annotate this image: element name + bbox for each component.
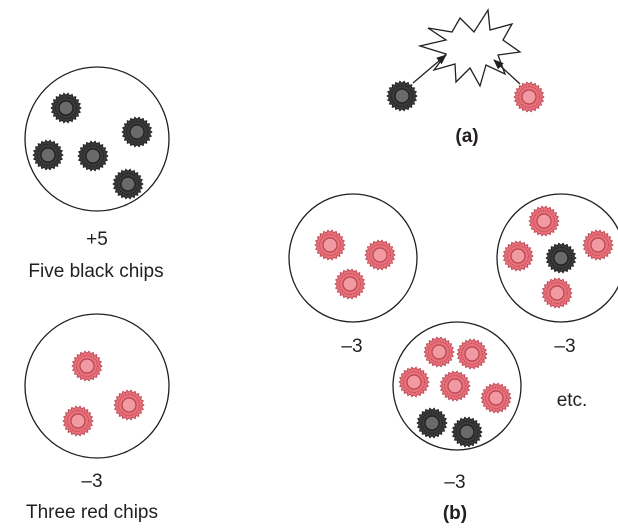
red-chip [62,405,94,437]
black-chip [32,139,64,171]
red-chip [364,239,396,271]
five-black-chips-group: +5 Five black chips [24,66,170,282]
part-b-representations: –3 –3 –3 etc. (b) [288,193,618,524]
black-chip [451,416,483,448]
set-1-circle [288,193,418,323]
red-set-caption: Three red chips [26,502,158,523]
black-chip [50,92,82,124]
minus-three-set-3: –3 [392,321,522,493]
red-chip [113,389,145,421]
red-chips-set-circle [24,313,170,459]
red-chip [582,229,614,261]
part-a-annihilation: (a) [386,8,545,147]
set-2-circle [496,193,618,323]
black-set-caption: Five black chips [28,261,163,282]
red-chip [423,336,455,368]
explosion-icon [417,8,522,88]
minus-three-set-1: –3 [288,193,418,357]
black-chip [77,140,109,172]
minus-three-set-2: –3 [496,193,618,357]
red-chip [439,370,471,402]
red-chip [528,205,560,237]
red-chip [513,81,545,113]
arrow-black-to-burst [412,54,447,84]
red-chip [480,382,512,414]
red-chip [71,350,103,382]
red-chip [541,277,573,309]
red-set-value-label: –3 [81,471,102,492]
set-3-circle [392,321,522,451]
black-chip [112,168,144,200]
part-b-label: (b) [443,503,467,524]
red-chip [314,229,346,261]
part-a-label: (a) [455,126,478,147]
black-set-value-label: +5 [86,229,108,250]
red-chip [502,240,534,272]
red-chip [334,268,366,300]
etc-label: etc. [557,390,588,411]
arrow-red-to-burst [493,59,521,85]
black-chips-set-circle [24,66,170,212]
set-3-value-label: –3 [444,472,465,493]
red-chip [398,366,430,398]
red-chip [456,338,488,370]
three-red-chips-group: –3 Three red chips [24,313,170,523]
black-chip [545,242,577,274]
black-chip [386,80,418,112]
black-chip [121,116,153,148]
set-1-value-label: –3 [341,336,362,357]
black-chip [416,407,448,439]
set-2-value-label: –3 [554,336,575,357]
